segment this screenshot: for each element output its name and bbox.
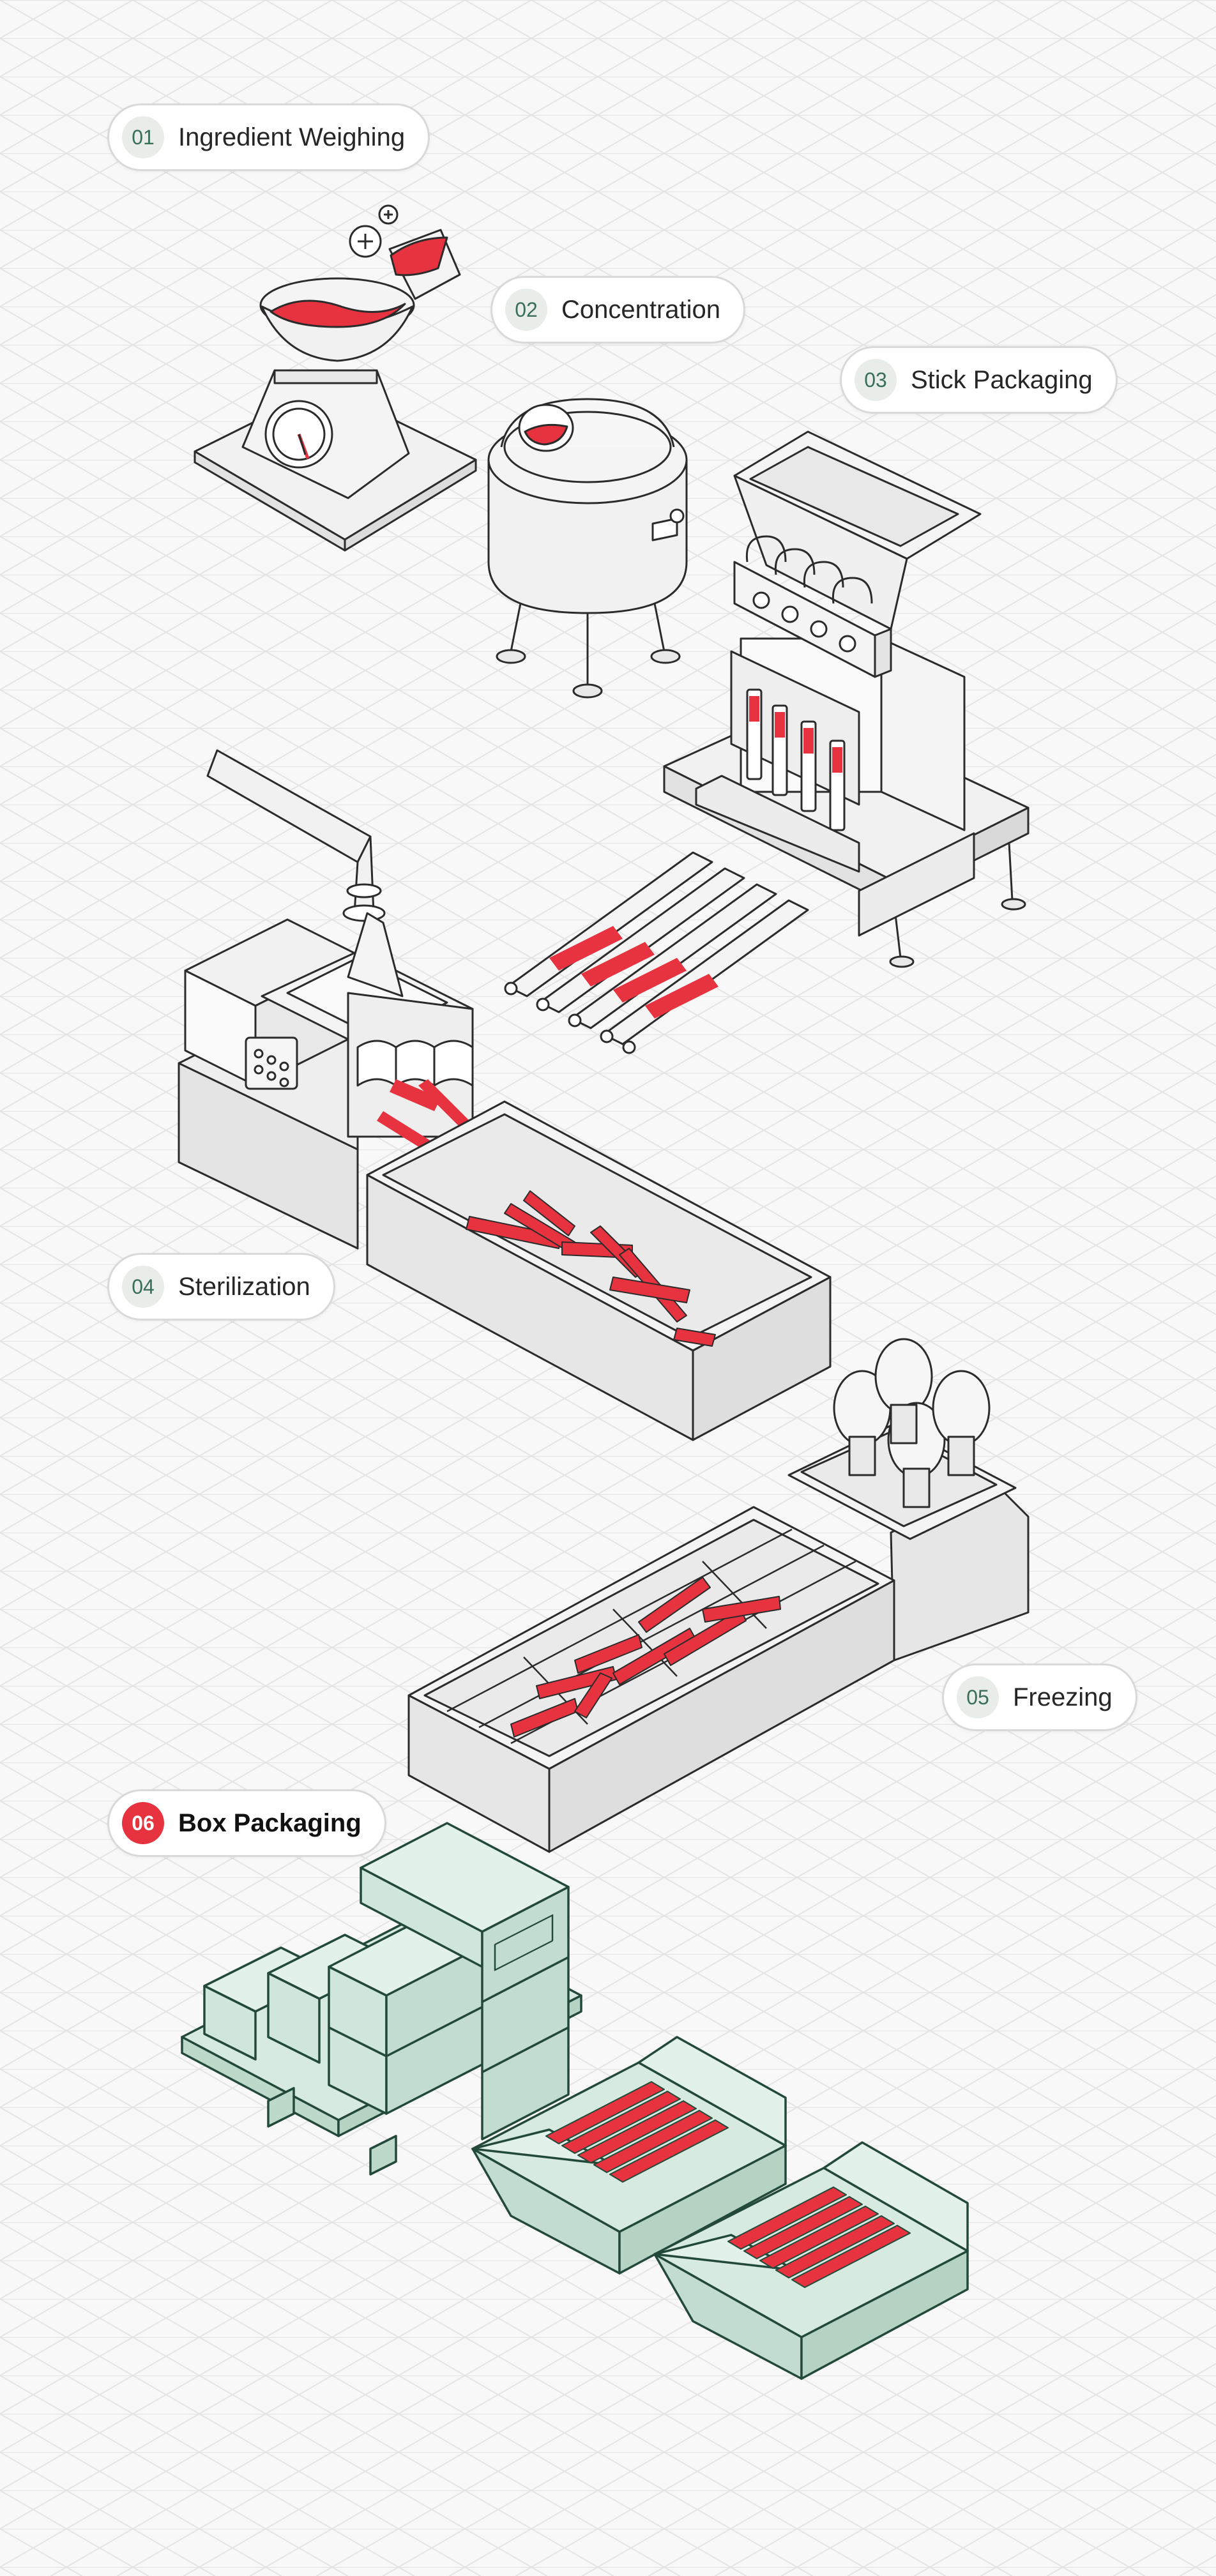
step-badge-01: 01 Ingredient Weighing xyxy=(107,103,430,171)
step-number: 02 xyxy=(505,289,547,331)
step-number: 06 xyxy=(122,1802,164,1844)
step-badge-06: 06 Box Packaging xyxy=(107,1789,386,1857)
step-badge-03: 03 Stick Packaging xyxy=(840,346,1118,414)
step-number: 04 xyxy=(122,1266,164,1308)
freezer-icon xyxy=(407,1338,1030,1853)
sterilizer-icon xyxy=(178,749,832,1441)
step-label: Sterilization xyxy=(178,1272,310,1301)
step-badge-05: 05 Freezing xyxy=(942,1663,1137,1731)
boxes-icon xyxy=(181,1822,969,2380)
step-number: 03 xyxy=(855,359,897,401)
step-label: Concentration xyxy=(561,295,721,324)
step-label: Box Packaging xyxy=(178,1808,361,1837)
step-label: Ingredient Weighing xyxy=(178,123,406,151)
scale-icon xyxy=(194,204,477,552)
step-number: 01 xyxy=(122,116,164,158)
step-badge-04: 04 Sterilization xyxy=(107,1253,335,1321)
step-label: Stick Packaging xyxy=(911,365,1093,394)
step-badge-02: 02 Concentration xyxy=(490,276,746,344)
step-number: 05 xyxy=(957,1676,999,1718)
step-label: Freezing xyxy=(1013,1683,1113,1711)
stick-packer-icon xyxy=(504,430,1030,1054)
tank-icon xyxy=(487,398,688,699)
